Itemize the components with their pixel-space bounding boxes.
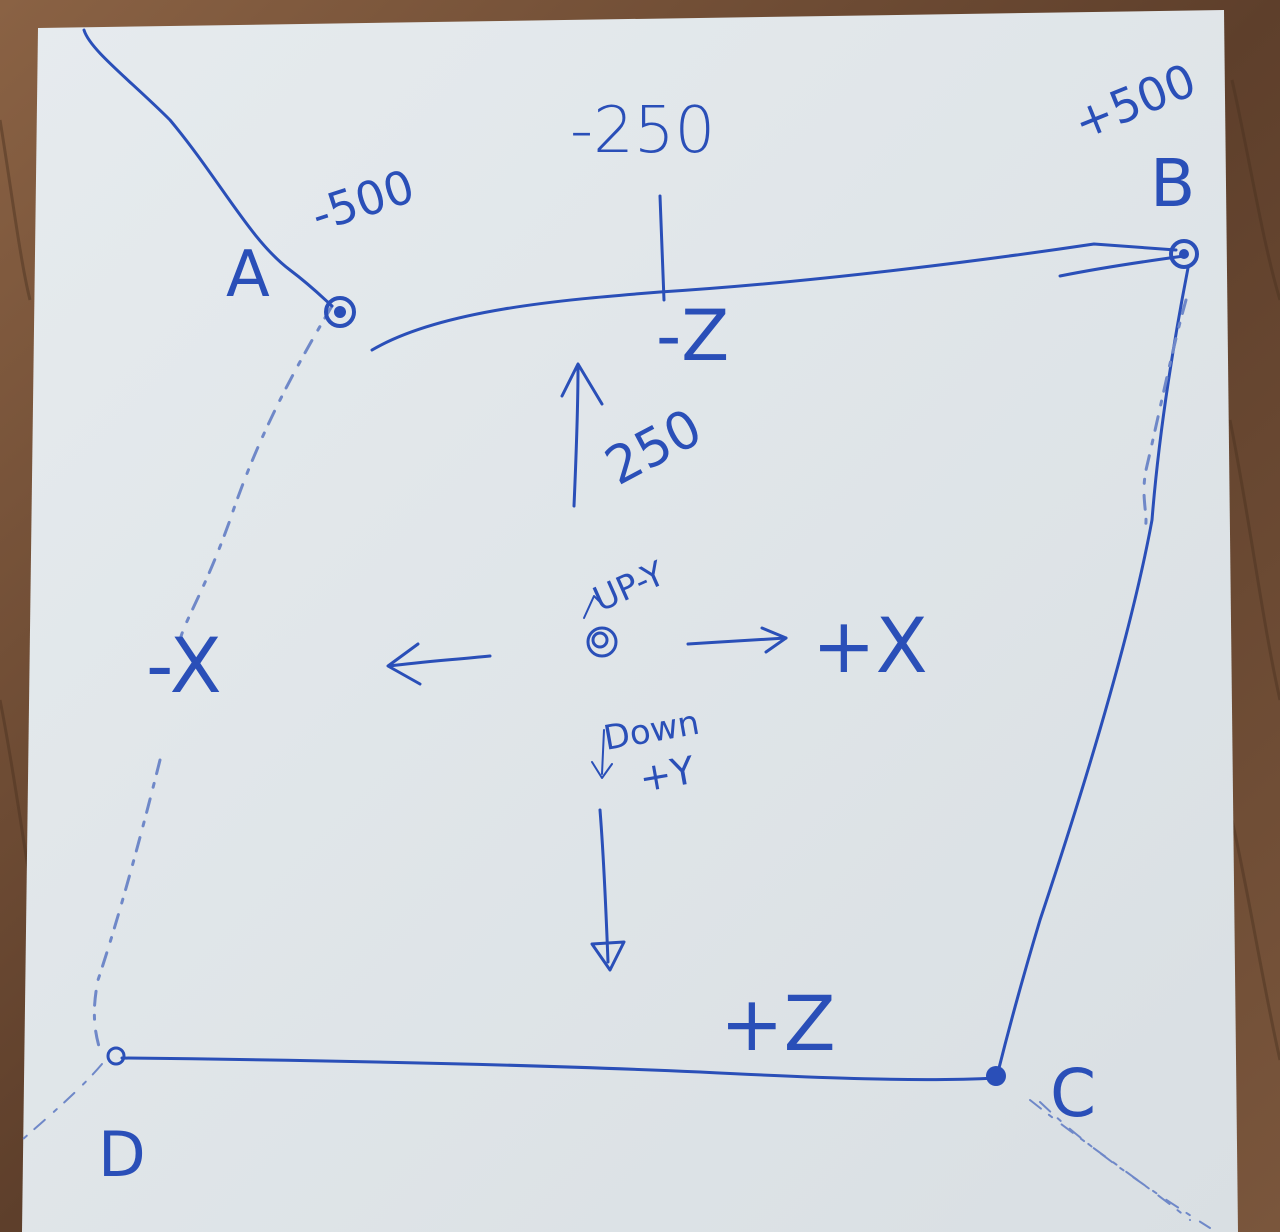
square-outline <box>21 242 1211 1229</box>
pos-x-label: +X <box>812 601 928 690</box>
down-small-arrow-icon <box>591 729 613 779</box>
down-arrow-icon <box>590 808 626 972</box>
corner-a-dot <box>324 296 356 328</box>
left-arrow-icon <box>386 642 492 686</box>
edge-line <box>82 28 334 308</box>
corner-b-dot <box>1169 239 1199 269</box>
corner-c-label: C <box>1050 1055 1096 1132</box>
pos-y-label: +Y <box>636 748 699 801</box>
wood-grain <box>0 79 1280 1061</box>
up-arrow-icon <box>560 362 604 508</box>
corner-c-dot <box>986 1066 1006 1086</box>
right-arrow-icon <box>686 626 788 654</box>
neg-x-label: -X <box>146 621 222 710</box>
corner-a-label: A <box>226 238 270 312</box>
top-tick <box>658 194 666 302</box>
pos-z-label: +Z <box>720 979 836 1068</box>
top-value: -250 <box>570 94 715 168</box>
corner-d-dot <box>106 1046 126 1066</box>
corner-d-label: D <box>98 1118 146 1191</box>
origin-dot <box>586 626 618 658</box>
corner-b-label: B <box>1150 145 1195 222</box>
up-y-small-arrow-icon <box>583 595 603 619</box>
neg-z-label: -Z <box>656 295 729 377</box>
